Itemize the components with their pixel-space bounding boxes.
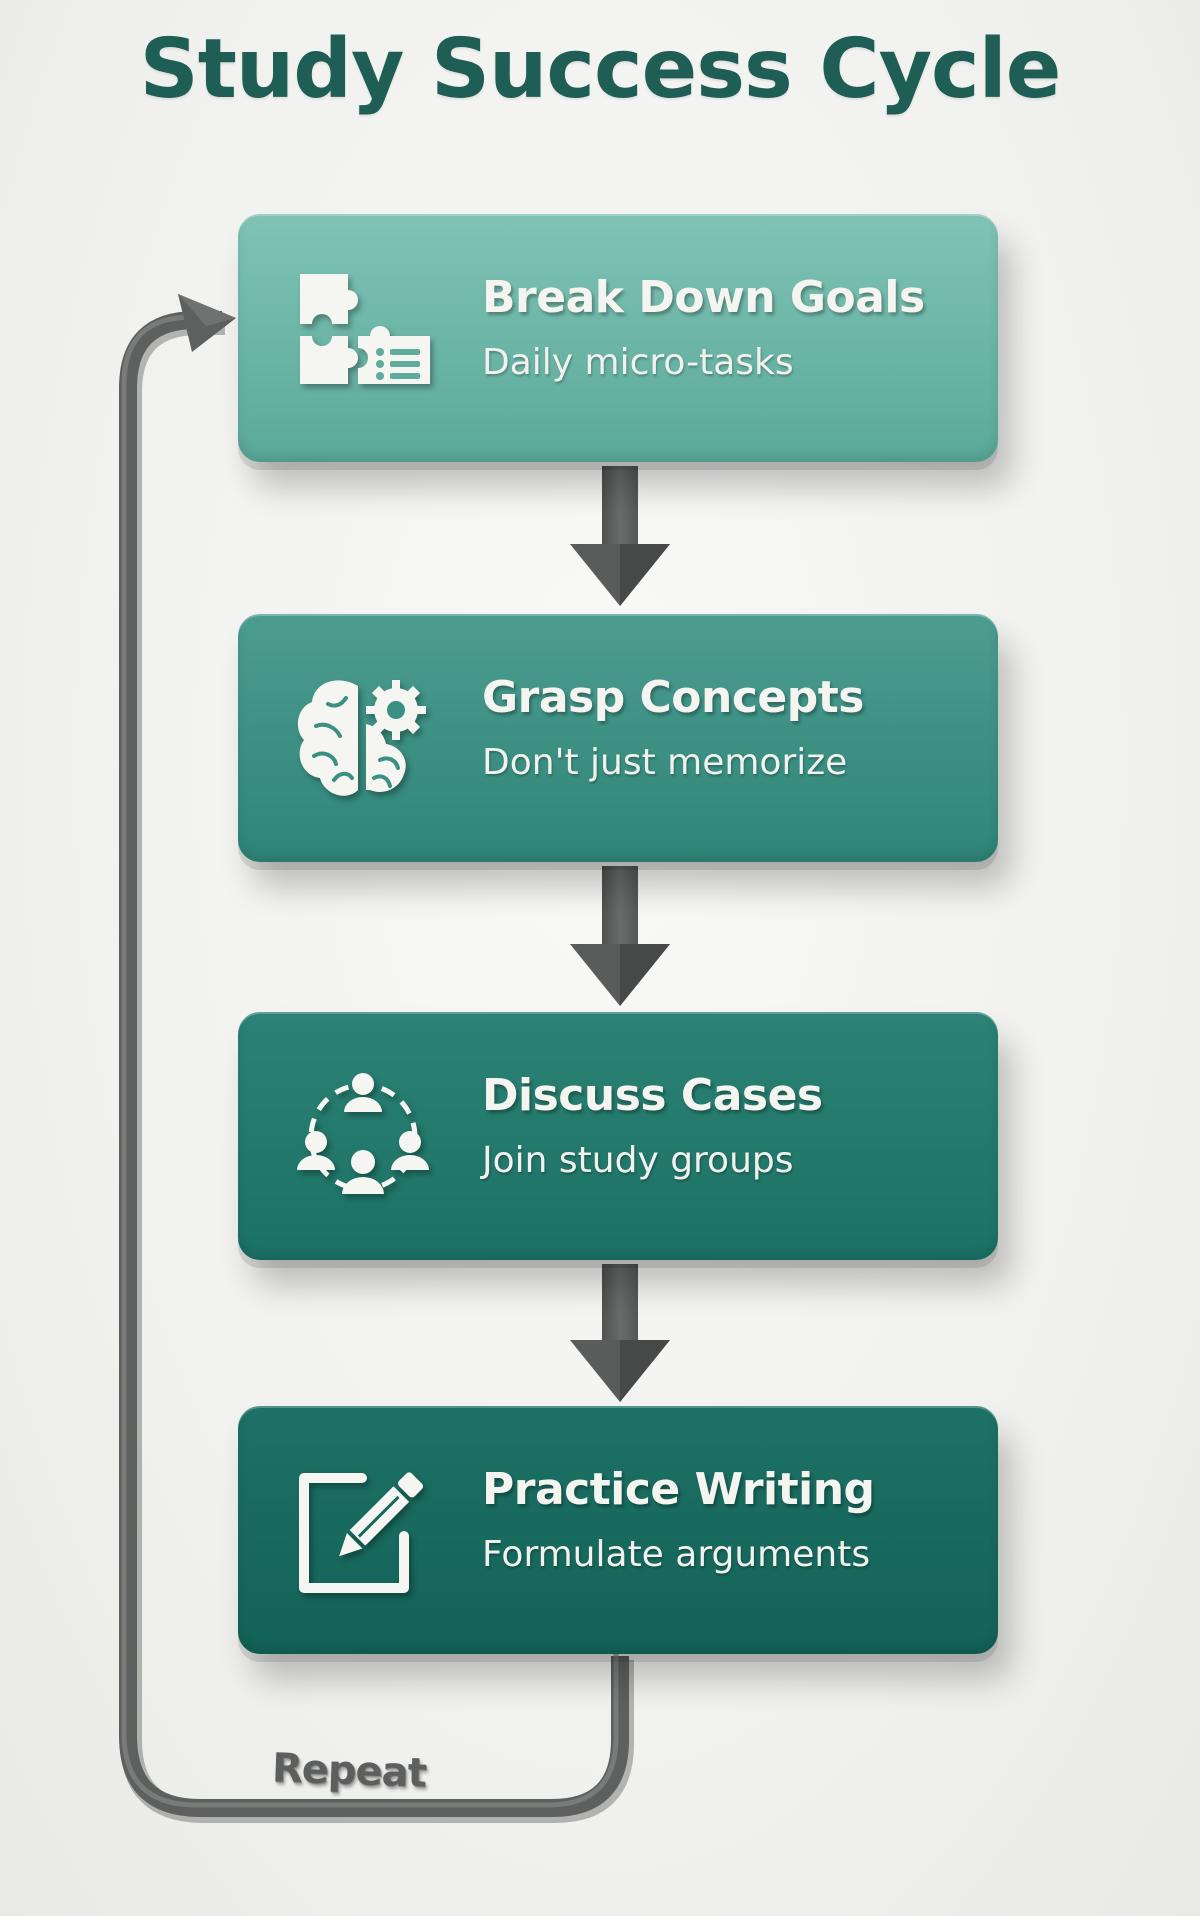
down-arrow-3 xyxy=(570,1264,670,1402)
step-subtext: Join study groups xyxy=(482,1140,794,1181)
brain-gear-icon xyxy=(288,664,438,814)
step-heading: Practice Writing xyxy=(482,1464,875,1515)
step-card-practice-writing: Practice Writing Formulate arguments xyxy=(238,1406,998,1654)
step-heading: Discuss Cases xyxy=(482,1070,823,1121)
people-circle-icon xyxy=(288,1062,438,1212)
page-title: Study Success Cycle xyxy=(139,22,1062,117)
step-heading: Grasp Concepts xyxy=(482,672,865,723)
step-subtext: Don't just memorize xyxy=(482,742,848,783)
down-arrow-1 xyxy=(570,466,670,606)
down-arrow-2 xyxy=(570,866,670,1006)
repeat-label: Repeat xyxy=(271,1745,427,1797)
puzzle-checklist-icon xyxy=(288,264,438,414)
step-heading: Break Down Goals xyxy=(482,272,925,323)
step-subtext: Daily micro-tasks xyxy=(482,342,794,383)
step-subtext: Formulate arguments xyxy=(482,1534,871,1575)
step-card-grasp-concepts: Grasp Concepts Don't just memorize xyxy=(238,614,998,862)
pen-square-icon xyxy=(288,1456,438,1606)
step-card-break-down-goals: Break Down Goals Daily micro-tasks xyxy=(238,214,998,462)
step-card-discuss-cases: Discuss Cases Join study groups xyxy=(238,1012,998,1260)
